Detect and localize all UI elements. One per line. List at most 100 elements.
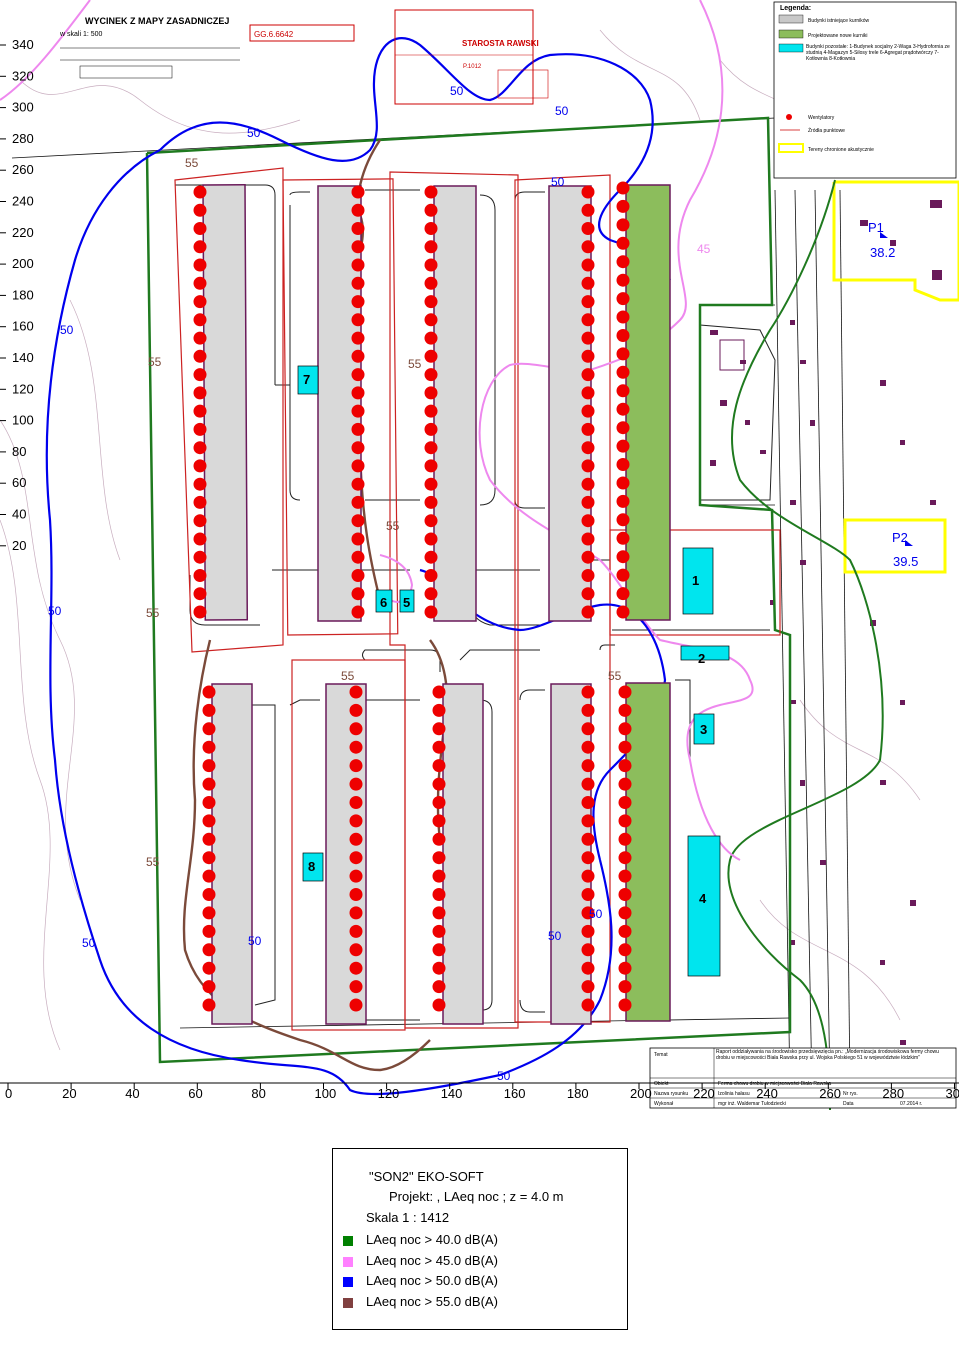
title-block-key: Temat [654,1052,668,1058]
x-axis-tick-label: 160 [504,1086,526,1101]
fan-marker [424,349,438,363]
fan-marker [618,943,632,957]
fan-marker [351,404,365,418]
fan-marker [581,740,595,754]
fan-marker [581,814,595,828]
fan-marker [432,685,446,699]
building-8 [302,852,324,882]
fan-marker [351,605,365,619]
fan-marker [351,441,365,455]
x-axis-tick-label: 0 [5,1086,12,1101]
building-number: 6 [380,595,387,610]
fan-marker [432,759,446,773]
x-axis-tick-label: 140 [441,1086,463,1101]
fan-marker [432,832,446,846]
fan-marker [424,258,438,272]
contour-label: 55 [146,606,160,620]
scan-legend-title: Legenda: [780,5,811,12]
fan-marker [351,295,365,309]
fan-marker [193,495,207,509]
fan-marker [581,404,595,418]
y-axis-tick-label: 180 [12,287,34,302]
fan-marker [202,722,216,736]
fan-marker [581,943,595,957]
fan-marker [581,851,595,865]
contour-label: 45 [697,242,711,256]
fan-marker [349,722,363,736]
fan-marker [349,851,363,865]
y-axis-tick-label: 280 [12,131,34,146]
fan-marker [202,796,216,809]
fan-marker [351,258,365,272]
fan-marker [616,347,630,361]
fan-marker [193,587,207,601]
fan-marker [349,961,363,975]
fan-marker [581,888,595,901]
legend-project: Projekt: , LAeq noc ; z = 4.0 m [389,1189,564,1204]
x-axis-tick-label: 100 [315,1086,337,1101]
fan-marker [349,777,363,791]
fans [193,181,632,1012]
fan-marker [432,998,446,1012]
fan-marker [193,368,207,382]
legend-item-label: LAeq noc > 50.0 dB(A) [366,1273,498,1288]
building-2 [680,645,730,661]
x-axis-tick-label: 200 [630,1086,652,1101]
legend-item-label: LAeq noc > 55.0 dB(A) [366,1294,498,1309]
fan-marker [616,605,630,619]
contour-label: 50 [60,323,74,337]
fan-marker [349,943,363,957]
fan-marker [202,961,216,975]
title-block-value: mgr inż. Waldemar Tułodziecki [718,1101,786,1107]
fan-marker [193,532,207,546]
contour-label: 50 [82,936,96,950]
contour-label: 55 [408,357,422,371]
scan-header-stamp: STAROSTA RAWSKI [462,39,539,48]
fan-marker [193,203,207,217]
x-axis-tick-label: 80 [251,1086,265,1101]
y-axis-tick-label: 160 [12,319,34,334]
building-number: 4 [699,891,707,906]
fan-marker [618,777,632,791]
fan-marker [424,222,438,235]
contour-40db [727,179,884,1110]
fan-marker [616,402,630,416]
fan-marker [424,185,438,199]
fan-marker [581,441,595,455]
fan-marker [581,998,595,1012]
protected-areas [832,180,959,574]
fan-marker [581,331,595,345]
fan-marker [432,906,446,920]
contour-label: 55 [148,355,162,369]
fan-marker [351,349,365,363]
y-axis-tick-label: 80 [12,444,26,459]
fan-marker [432,869,446,883]
fan-marker [616,439,630,453]
scan-legend-row: Tereny chronione akustycznie [808,147,874,153]
fan-marker [581,349,595,363]
contour-label: 50 [548,929,562,943]
fan-marker [581,796,595,809]
fan-marker [424,514,438,528]
y-axis-tick-label: 300 [12,100,34,115]
fan-marker [349,796,363,809]
fan-marker [581,495,595,509]
title-block-value: Izolinia hałasu [718,1091,750,1097]
fan-marker [616,199,630,213]
contour-45db [0,0,754,861]
y-axis-tick-label: 120 [12,381,34,396]
building-number: 1 [692,573,699,588]
fan-marker [351,313,365,327]
building-number: 8 [308,859,315,874]
contour-label: 50 [48,604,62,618]
fan-marker [616,421,630,435]
receiver-label: P1 [868,220,884,235]
legend-item-label: LAeq noc > 40.0 dB(A) [366,1232,498,1247]
fan-marker [351,569,365,582]
fan-marker [616,365,630,379]
fan-marker [432,924,446,938]
y-axis-tick-label: 320 [12,68,34,83]
title-block-key: Wykonał [654,1101,674,1107]
fan-marker [424,386,438,400]
fan-marker [616,255,630,269]
